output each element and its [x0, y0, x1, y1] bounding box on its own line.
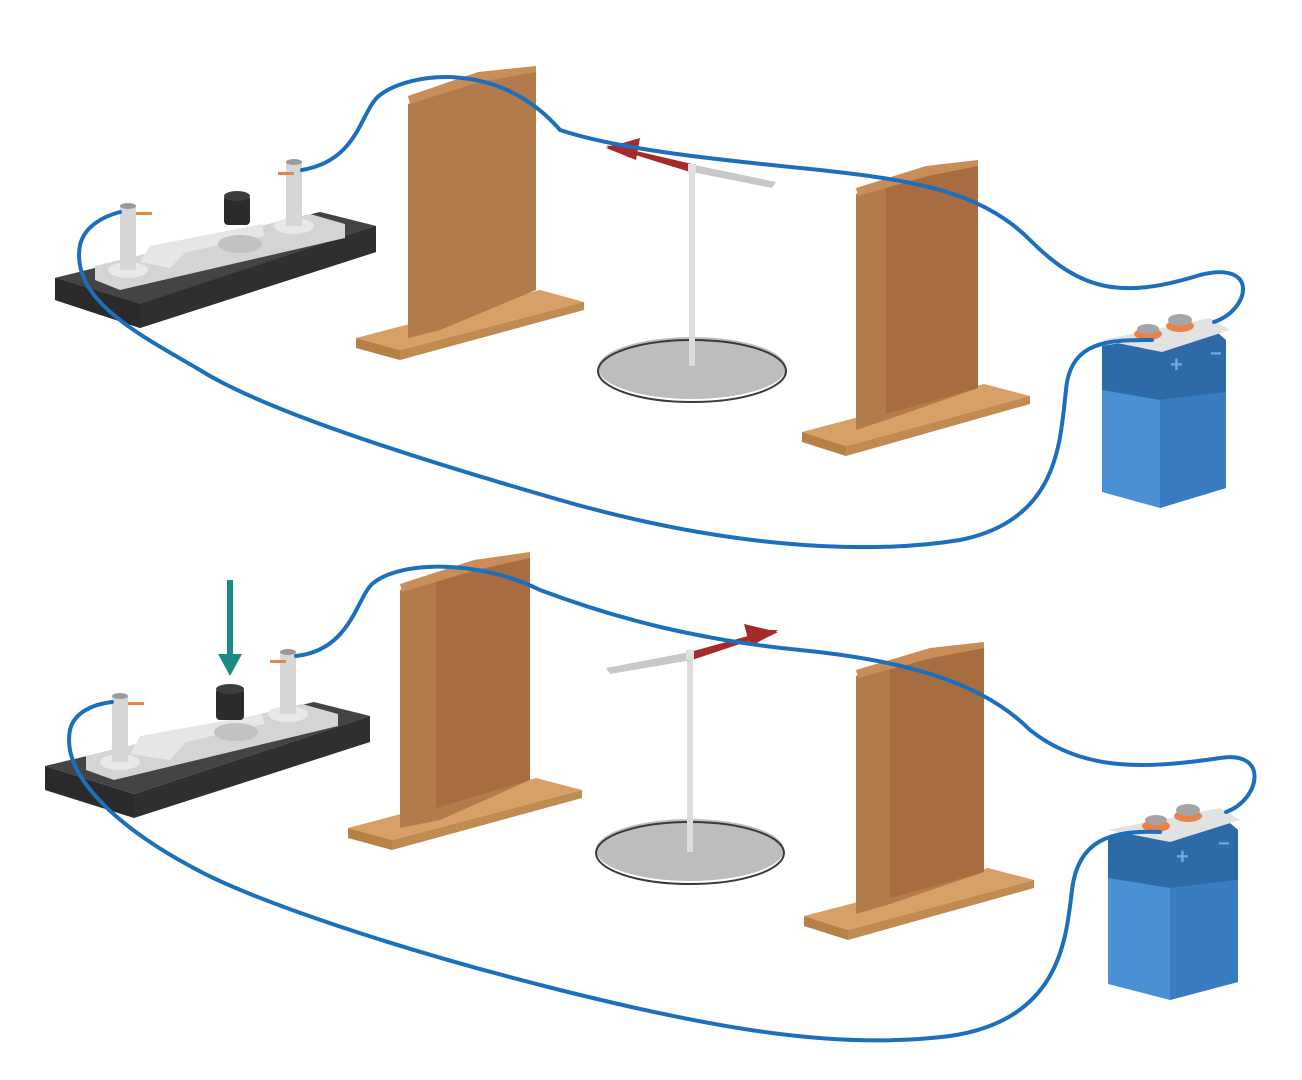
switch-knob-top	[224, 195, 250, 225]
wood-base-right-top	[802, 384, 1030, 446]
terminal-left-pin-bottom	[128, 702, 144, 705]
needle-pivot-top	[688, 164, 696, 174]
wire-switch-to-loop-top	[300, 75, 1245, 324]
panel-bottom: + −	[45, 552, 1257, 1043]
wood-board-side-right-top	[886, 162, 978, 414]
wood-board-top-right-top	[856, 160, 978, 196]
wood-board-side-left-bottom	[436, 556, 530, 808]
switch-pivot-top	[218, 235, 262, 253]
switch-plate-top	[95, 214, 345, 290]
wires-top	[77, 75, 1245, 550]
panel-top: + −	[55, 66, 1245, 550]
switch-knob-cap-top	[224, 191, 250, 201]
battery-plus-label-bottom: +	[1176, 844, 1189, 869]
terminal-left-post-top	[120, 206, 136, 270]
wood-base-edge2-left-top	[400, 302, 584, 360]
needle-pivot-bottom	[686, 650, 694, 660]
terminal-right-post-bottom	[280, 652, 296, 714]
wire-battery-return-top	[77, 210, 1154, 550]
switch-knob-cap-bottom	[216, 684, 244, 694]
battery-terminal-pos-cap-bottom	[1145, 815, 1167, 825]
needle-grey-top	[690, 164, 776, 188]
wood-board-top-left-bottom	[400, 552, 530, 592]
terminal-right-cap-top	[286, 159, 302, 165]
wood-base-edge-right-top	[802, 432, 846, 456]
switch-base-face-top	[55, 278, 140, 328]
needle-arrowhead-bottom	[744, 624, 778, 646]
wire-battery-return-bottom	[67, 700, 1162, 1043]
wood-board-top-left-top	[408, 66, 536, 104]
switch-top	[55, 159, 376, 328]
switch-knob-bottom	[216, 688, 244, 720]
battery-terminal-neg-cap-top	[1168, 314, 1192, 326]
battery-side-bottom	[1170, 880, 1238, 1000]
switch-pivot-bottom	[214, 723, 258, 741]
switch-base-front-bottom	[134, 716, 370, 818]
battery-plus-label-top: +	[1170, 352, 1183, 377]
wood-stand-left-bottom	[348, 552, 582, 850]
wood-base-edge-left-bottom	[348, 828, 392, 850]
battery-top: + −	[1102, 314, 1230, 508]
stand-rod-top	[689, 170, 695, 366]
terminal-left-pin-top	[136, 212, 152, 215]
press-arrow	[218, 580, 242, 676]
wood-base-edge2-right-top	[846, 396, 1030, 456]
compass-stand-top	[597, 138, 787, 403]
wood-stand-right-top	[802, 160, 1030, 456]
wires-bottom	[67, 564, 1257, 1043]
switch-base-front-top	[140, 226, 376, 328]
wood-board-face-left-top	[408, 68, 536, 338]
terminal-left-cap-bottom	[112, 693, 128, 699]
wire-switch-to-loop-bottom	[294, 564, 1257, 814]
wood-board-side-right-bottom	[890, 644, 984, 898]
terminal-right-cap-bottom	[280, 649, 296, 655]
needle-grey-bottom	[606, 652, 692, 674]
wood-base-edge2-left-bottom	[392, 790, 582, 850]
wood-stand-left-top	[356, 66, 584, 360]
battery-minus-label-bottom: −	[1218, 833, 1230, 855]
stand-rod-bottom	[687, 656, 693, 852]
terminal-right-pin-bottom	[270, 660, 286, 663]
wood-board-top-right-bottom	[856, 642, 984, 678]
battery-minus-label-top: −	[1210, 343, 1222, 365]
terminal-left-post-bottom	[112, 696, 128, 762]
terminal-right-post-top	[286, 162, 302, 226]
switch-bottom	[45, 649, 370, 818]
battery-terminal-pos-cap-top	[1137, 324, 1159, 334]
wood-base-right-bottom	[804, 868, 1034, 930]
wood-base-edge2-right-bottom	[848, 880, 1034, 940]
battery-side-top	[1160, 392, 1226, 508]
press-arrow-shaft	[227, 580, 233, 658]
switch-plate-bottom	[86, 704, 338, 780]
compass-stand-bottom	[595, 624, 785, 885]
switch-lever-top	[140, 224, 264, 268]
needle-arrowhead-top	[606, 138, 640, 160]
battery-terminal-neg-cap-bottom	[1176, 804, 1200, 816]
stand-disk-top	[598, 337, 786, 399]
wood-stand-right-bottom	[804, 642, 1034, 940]
battery-cap-top	[1102, 318, 1230, 352]
wood-base-edge-right-bottom	[804, 916, 848, 940]
press-arrow-head	[218, 654, 242, 676]
terminal-left-cap-top	[120, 203, 136, 209]
wood-base-edge-left-top	[356, 338, 400, 360]
terminal-right-pin-top	[278, 172, 294, 175]
